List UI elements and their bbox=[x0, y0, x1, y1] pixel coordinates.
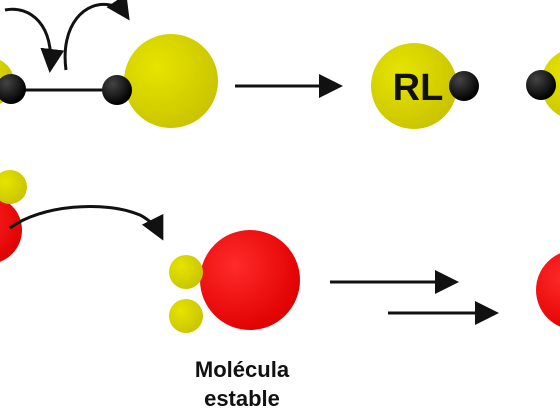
stable-yellow-atom-top bbox=[169, 255, 203, 289]
radical-atom bbox=[371, 43, 457, 129]
curved-arrow-right bbox=[63, 0, 130, 71]
bond-electron-left bbox=[0, 74, 26, 104]
curved-arrow-transfer bbox=[9, 205, 164, 241]
left-red-atom bbox=[0, 198, 22, 262]
bond-electron-right bbox=[102, 75, 132, 105]
right-yellow-atom bbox=[124, 34, 218, 128]
radical-label: RL bbox=[393, 67, 444, 109]
radical-electron bbox=[449, 71, 479, 101]
stable-label-line1: Molécula bbox=[195, 357, 290, 382]
left-small-yellow-atom bbox=[0, 170, 27, 204]
stable-yellow-atom-bottom bbox=[169, 299, 203, 333]
right-partial-electron bbox=[526, 70, 556, 100]
right-partial-red-atom bbox=[536, 253, 560, 327]
stable-label-line2: estable bbox=[204, 386, 280, 411]
stable-red-atom bbox=[200, 230, 300, 330]
curved-arrow-left bbox=[4, 7, 65, 73]
